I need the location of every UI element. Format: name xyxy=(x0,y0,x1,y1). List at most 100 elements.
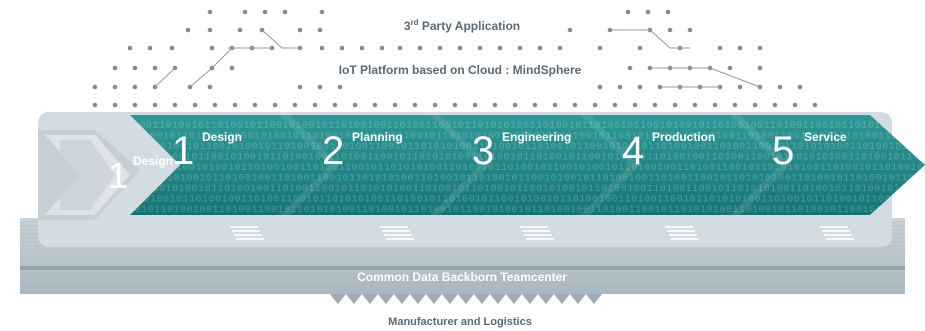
binary-row: 0101001011010010011010011001011010101001… xyxy=(102,205,925,216)
network-dot xyxy=(757,65,763,71)
network-dot xyxy=(319,9,325,15)
network-dot xyxy=(112,84,118,90)
binary-row: 0101100101001011010010011010011001011010… xyxy=(120,184,925,195)
panel-dash xyxy=(669,234,697,236)
chevron-shading xyxy=(280,115,790,215)
network-dot xyxy=(637,84,643,90)
network-dot xyxy=(392,102,398,108)
network-dot xyxy=(352,102,358,108)
network-dot xyxy=(672,102,678,108)
binary-row: 0011010010110100101100101001011010010011… xyxy=(111,132,925,143)
network-dot xyxy=(517,45,523,51)
network-dot xyxy=(112,65,118,71)
network-dot xyxy=(412,102,418,108)
network-dot xyxy=(617,84,623,90)
binary-row: 0010110100101100101001011010010011010011… xyxy=(120,153,925,164)
network-dot xyxy=(317,27,323,33)
network-line xyxy=(211,47,233,69)
network-dot xyxy=(172,102,178,108)
network-dot xyxy=(627,65,633,71)
panel-dash xyxy=(380,226,408,228)
process-chevrons: 1010011010010110100101100101001011010010… xyxy=(102,115,925,216)
back-stage-label: Design xyxy=(133,154,173,168)
network-dot xyxy=(207,9,213,15)
network-dot xyxy=(319,45,325,51)
iot-platform-label: IoT Platform based on Cloud : MindSphere xyxy=(339,63,582,77)
network-dot xyxy=(777,84,783,90)
network-dot xyxy=(112,102,118,108)
stage-2-label: Planning xyxy=(352,130,403,144)
stage-5-number: 5 xyxy=(772,129,794,173)
back-stage-number: 1 xyxy=(108,155,128,196)
network-dot xyxy=(339,45,345,51)
network-dot xyxy=(147,45,153,51)
stage-1-number: 1 xyxy=(172,129,194,173)
panel-dash xyxy=(522,230,550,232)
panel-dash xyxy=(386,238,414,240)
panel-dash xyxy=(232,230,260,232)
panel-dash xyxy=(826,238,854,240)
manufacturer-logistics-label: Manufacturer and Logistics xyxy=(388,316,532,328)
network-dot xyxy=(432,102,438,108)
panel-dash xyxy=(230,226,258,228)
network-dot xyxy=(132,102,138,108)
network-dot xyxy=(457,45,463,51)
network-line xyxy=(709,67,761,88)
network-dot xyxy=(477,45,483,51)
panel-dash xyxy=(382,230,410,232)
network-dot xyxy=(152,65,158,71)
network-dot xyxy=(132,65,138,71)
panel-dash xyxy=(236,238,264,240)
binary-row: 0100101100101001011010010011010011001011… xyxy=(102,174,925,185)
stage-1-label: Design xyxy=(202,130,242,144)
network-dot xyxy=(152,102,158,108)
network-dot xyxy=(637,45,643,51)
network-dot xyxy=(252,102,258,108)
network-dot xyxy=(337,84,343,90)
stage-4-number: 4 xyxy=(622,129,644,173)
network-dot xyxy=(317,84,323,90)
dot-network xyxy=(92,9,818,108)
network-dot xyxy=(757,45,763,51)
network-dot xyxy=(132,84,138,90)
network-dot xyxy=(237,27,243,33)
panel-dash xyxy=(671,238,699,240)
network-dot xyxy=(127,45,133,51)
panel-dash xyxy=(824,234,852,236)
network-dot xyxy=(772,102,778,108)
network-dot xyxy=(452,102,458,108)
network-line xyxy=(261,29,283,49)
network-dot xyxy=(687,27,693,33)
network-dot xyxy=(512,102,518,108)
network-dot xyxy=(537,45,543,51)
network-dot xyxy=(667,27,673,33)
panel-dash xyxy=(524,234,552,236)
panel-dash xyxy=(526,238,554,240)
network-dot xyxy=(332,102,338,108)
panel-dash xyxy=(384,234,412,236)
stage-3-label: Engineering xyxy=(502,130,571,144)
network-dot xyxy=(665,9,671,15)
stage-2-number: 2 xyxy=(322,129,344,173)
network-dot xyxy=(242,9,248,15)
network-dot xyxy=(552,102,558,108)
stage-1: 1 Design xyxy=(172,129,242,173)
network-dot xyxy=(625,9,631,15)
network-dot xyxy=(692,102,698,108)
backbone-label: Common Data Backborn Teamcenter xyxy=(357,270,567,284)
network-dot xyxy=(272,102,278,108)
network-dot xyxy=(727,65,733,71)
stage-4-label: Production xyxy=(652,130,715,144)
network-dot xyxy=(379,45,385,51)
network-dot xyxy=(632,102,638,108)
third-party-label: 3rd Party Application xyxy=(404,18,520,33)
panel-dash xyxy=(665,226,693,228)
network-dot xyxy=(229,65,235,71)
network-dot xyxy=(169,45,175,51)
network-dot xyxy=(492,102,498,108)
network-dot xyxy=(262,9,268,15)
network-dot xyxy=(497,45,503,51)
network-dot xyxy=(597,84,603,90)
stage-4: 4 Production xyxy=(622,129,715,173)
